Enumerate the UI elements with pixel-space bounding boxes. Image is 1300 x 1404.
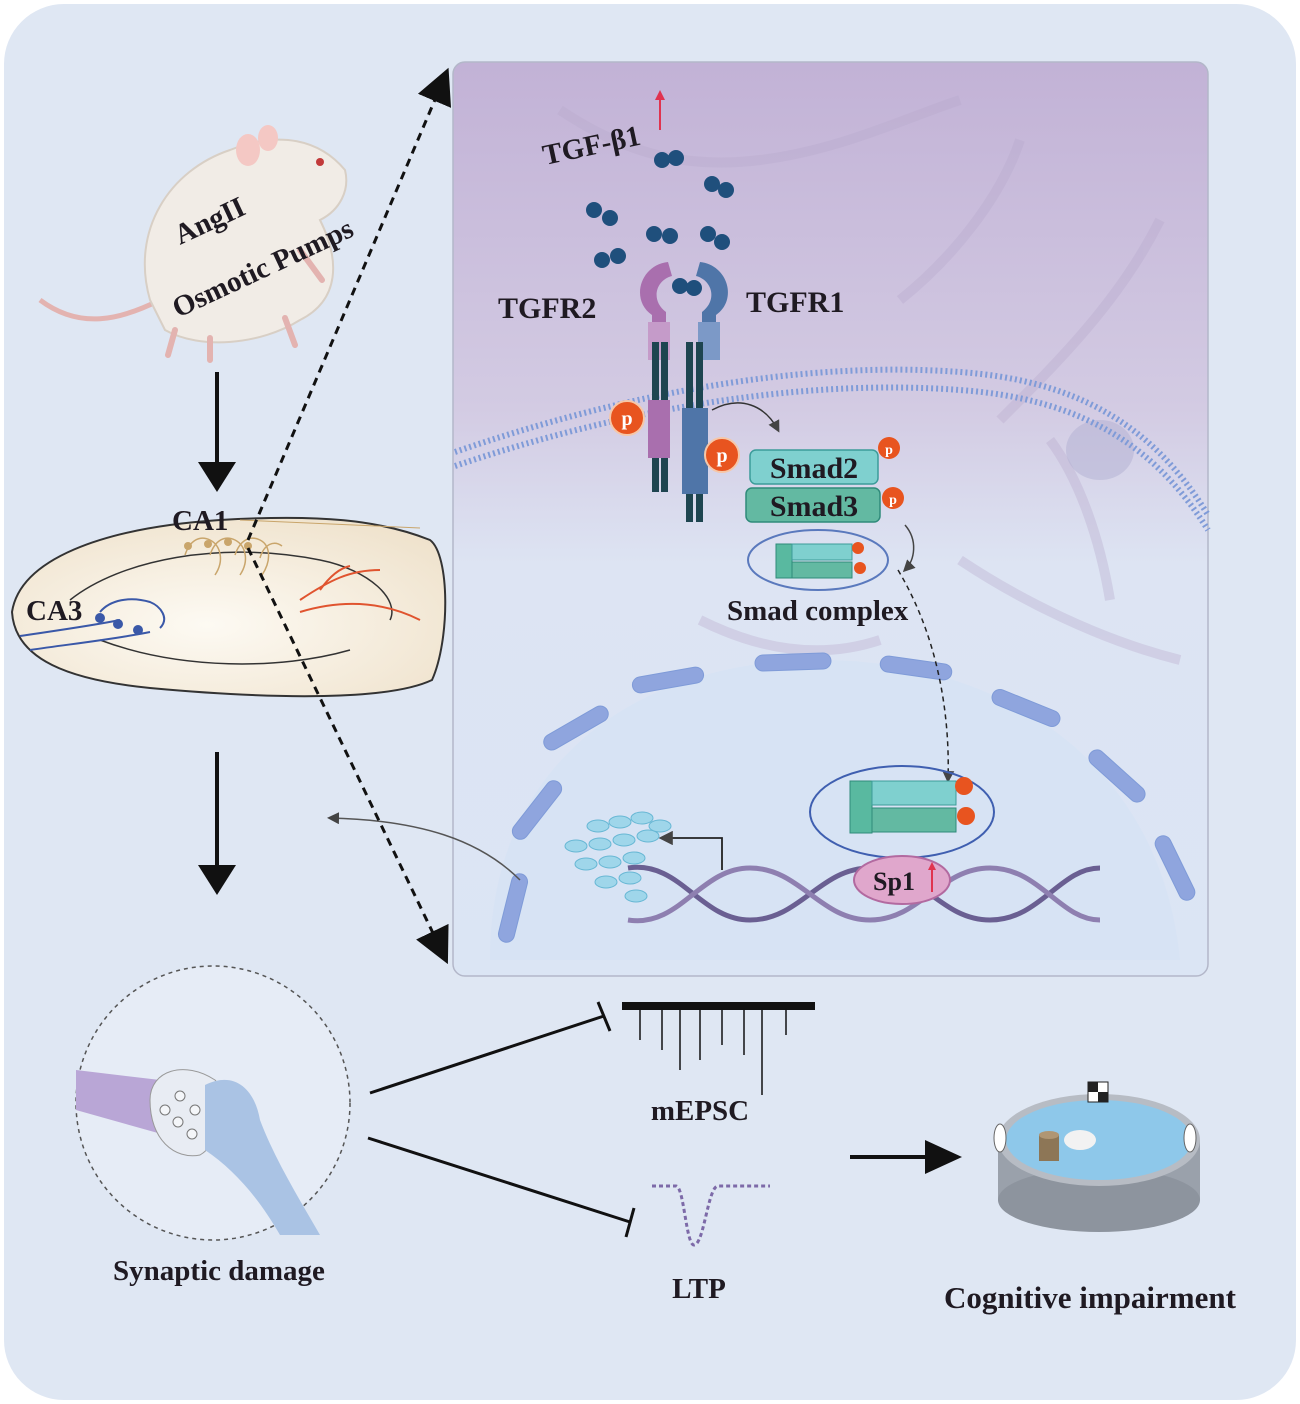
zoom-line-bottom bbox=[246, 547, 449, 965]
inhibit-ltp bbox=[367, 1136, 636, 1238]
transcript-molecules bbox=[564, 811, 672, 903]
signaling-panel: TGF-β1 TGFR2 TGFR1 p bbox=[327, 61, 1211, 977]
activation-arrow bbox=[711, 402, 780, 433]
nuclear-envelope bbox=[490, 652, 1196, 960]
tgfr1-label: TGFR1 bbox=[746, 286, 844, 319]
phospho-badge-tgfr1: p bbox=[704, 437, 740, 473]
mepsc-trace bbox=[622, 1002, 815, 1095]
svg-text:Smad2: Smad2 bbox=[770, 452, 858, 485]
smad-complex-label: Smad complex bbox=[727, 595, 909, 627]
smad2-box: Smad2 p bbox=[749, 437, 900, 485]
synapse-illustration bbox=[75, 965, 351, 1241]
smad-complex-cytoplasm bbox=[747, 529, 889, 591]
feedback-arrow bbox=[327, 812, 521, 881]
phospho-badge-tgfr2: p bbox=[609, 400, 645, 436]
cognitive-impairment-label: Cognitive impairment bbox=[944, 1280, 1237, 1315]
svg-text:p: p bbox=[889, 493, 897, 508]
ca1-label: CA1 bbox=[172, 505, 228, 537]
svg-text:p: p bbox=[716, 445, 727, 467]
inhibit-mepsc bbox=[369, 1001, 612, 1095]
tgfr2-receptor bbox=[640, 262, 672, 492]
complex-arrow bbox=[902, 524, 916, 573]
smad3-box: Smad3 p bbox=[745, 487, 904, 523]
zoom-line-top bbox=[246, 67, 452, 541]
neuron-background bbox=[557, 95, 1182, 665]
sp1-factor: Sp1 bbox=[853, 855, 951, 905]
tgfr1-receptor bbox=[682, 262, 728, 522]
tgf-beta1-up-arrow bbox=[655, 90, 665, 130]
arrow-mouse-to-hippocampus bbox=[198, 372, 236, 492]
tgf-beta1-molecules bbox=[586, 150, 734, 296]
svg-text:Sp1: Sp1 bbox=[873, 867, 915, 896]
transcription-arrow bbox=[658, 830, 723, 870]
svg-text:p: p bbox=[885, 443, 893, 458]
svg-text:p: p bbox=[621, 408, 632, 430]
arrow-to-cognitive bbox=[850, 1140, 962, 1174]
arrow-hippocampus-to-synapse bbox=[198, 752, 236, 895]
water-maze-illustration bbox=[993, 1081, 1200, 1232]
smad-complex-nucleus bbox=[809, 765, 995, 859]
tgfr2-label: TGFR2 bbox=[498, 292, 596, 325]
synaptic-damage-label: Synaptic damage bbox=[113, 1255, 325, 1287]
mouse-illustration bbox=[38, 125, 348, 363]
mepsc-label: mEPSC bbox=[651, 1095, 749, 1127]
ltp-label: LTP bbox=[672, 1273, 726, 1305]
hippocampus-illustration bbox=[10, 516, 447, 698]
svg-text:Smad3: Smad3 bbox=[770, 490, 858, 523]
nuclear-translocation-arrow bbox=[897, 569, 955, 783]
ca3-label: CA3 bbox=[26, 595, 82, 627]
ltp-trace bbox=[652, 1184, 770, 1247]
